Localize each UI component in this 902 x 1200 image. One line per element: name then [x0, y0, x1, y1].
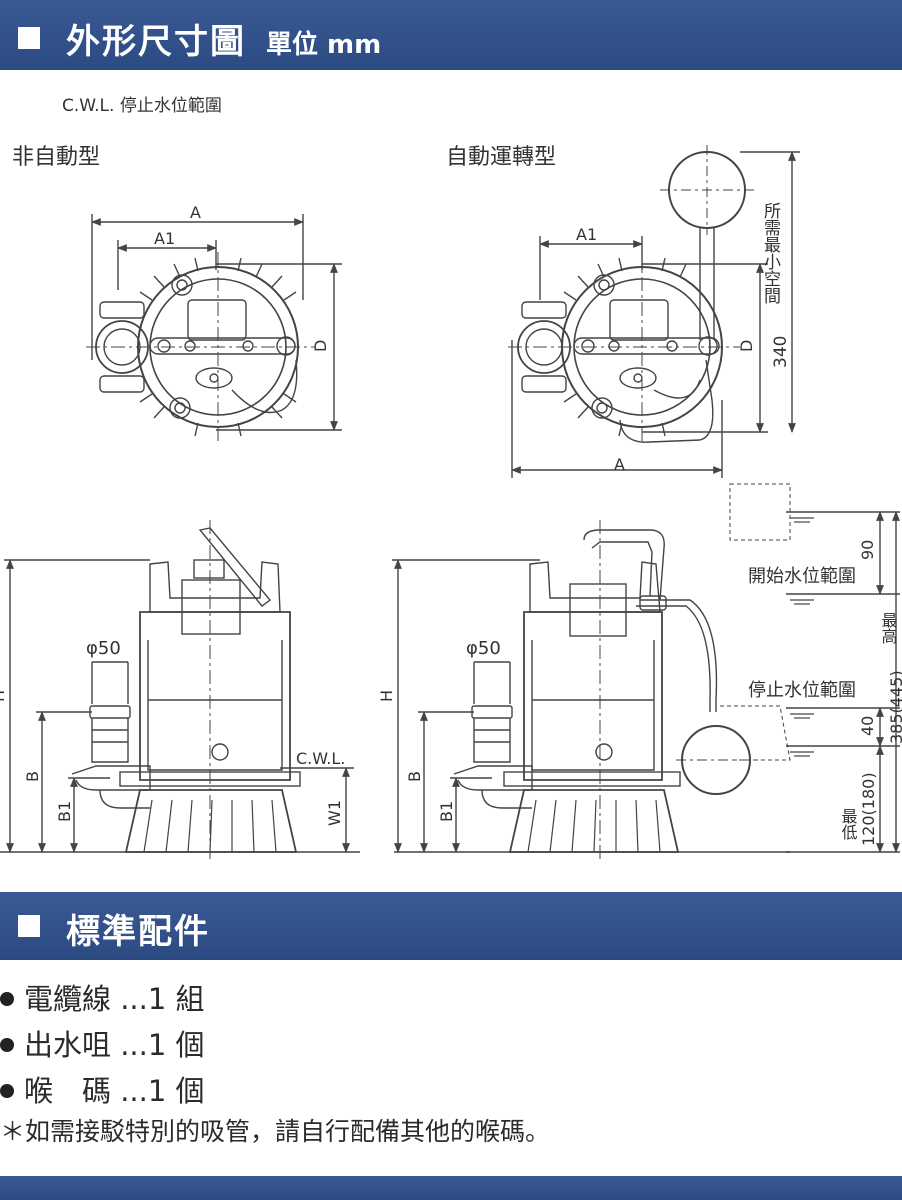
dim-40: 40 — [858, 716, 877, 736]
accessory-item: 電纜線 ...1 組 — [0, 976, 902, 1018]
accessories-title: 標準配件 — [66, 912, 210, 952]
start-level-label: 開始水位範圍 — [748, 566, 856, 587]
min-low-value: 120(180) — [859, 772, 878, 846]
footer-band — [0, 1176, 902, 1200]
dim-b-left: B — [23, 771, 42, 782]
dimension-title: 外形尺寸圖單位 mm — [66, 22, 382, 62]
min-low-label: 最低 — [839, 808, 858, 840]
accessory-item: 喉 碼 ...1 個 — [0, 1068, 902, 1110]
max-high-value: 385(445) — [887, 670, 902, 744]
dim-w1-left: W1 — [325, 800, 344, 826]
dim-d-right: D — [737, 340, 756, 352]
accessory-note: ＊如需接駁特別的吸管，請自行配備其他的喉碼。 — [0, 1117, 551, 1146]
accessory-item: 出水咀 ...1 個 — [0, 1022, 902, 1064]
dim-b1-right: B1 — [437, 801, 456, 822]
dim-a1-right: A1 — [576, 225, 597, 244]
dim-b1-left: B1 — [55, 801, 74, 822]
bullet-icon — [0, 1084, 14, 1098]
right-top-view: A1 A D 所需最小空間 340 — [508, 145, 800, 478]
dim-a-right: A — [614, 455, 625, 474]
diameter-right: φ50 — [466, 638, 501, 659]
min-space-value: 340 — [771, 336, 791, 368]
cwl-label: C.W.L. — [296, 749, 345, 768]
unit-label: 單位 mm — [266, 30, 382, 60]
right-side-view: H B B1 φ50 — [377, 483, 791, 860]
square-bullet-icon — [18, 915, 40, 937]
auto-type-label: 自動運轉型 — [446, 145, 556, 170]
dim-a-left: A — [190, 203, 201, 222]
dim-a1-left: A1 — [154, 229, 175, 248]
dimension-drawing: C.W.L. 停止水位範圍 非自動型 自動運轉型 A A1 D — [0, 96, 902, 860]
dim-h-right: H — [377, 690, 396, 702]
dim-b-right: B — [405, 771, 424, 782]
bullet-icon — [0, 1038, 14, 1052]
bullet-icon — [0, 992, 14, 1006]
stop-level-label: 停止水位範圍 — [748, 680, 856, 701]
dim-90: 90 — [858, 540, 877, 560]
dim-h-left: H — [0, 690, 8, 702]
dim-d-left: D — [311, 340, 330, 352]
min-space-label: 所需最小空間 — [760, 202, 781, 305]
water-level-dimensions: 90 40 開始水位範圍 停止水位範圍 最高 385(445) 最低 120(1… — [748, 511, 902, 853]
square-bullet-icon — [18, 27, 40, 49]
dimension-header-band: 外形尺寸圖單位 mm — [0, 0, 902, 70]
non-auto-type-label: 非自動型 — [12, 145, 100, 170]
diameter-left: φ50 — [86, 638, 121, 659]
left-top-view: A A1 D — [86, 203, 342, 444]
left-side-view: H B B1 φ50 — [0, 520, 360, 860]
cwl-note: C.W.L. 停止水位範圍 — [62, 96, 222, 116]
accessories-header-band: 標準配件 — [0, 892, 902, 960]
max-high-label: 最高 — [879, 612, 898, 644]
